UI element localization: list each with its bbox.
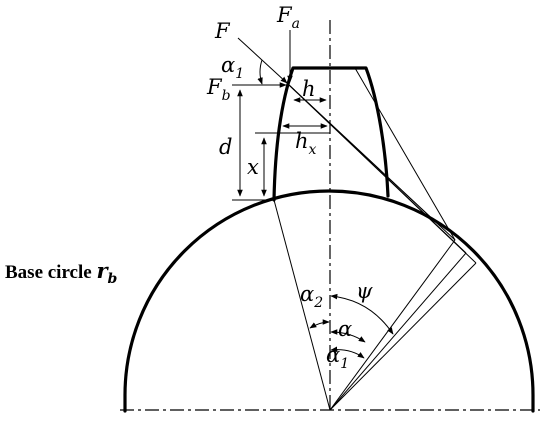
alpha1-bottom-arc bbox=[330, 346, 365, 359]
label-alpha1-top: α1 bbox=[221, 53, 244, 82]
label-F: F bbox=[214, 19, 231, 43]
alpha2-arc bbox=[309, 319, 330, 329]
label-hx: hx bbox=[295, 129, 317, 158]
label-d: d bbox=[219, 135, 232, 159]
label-alpha2: α2 bbox=[300, 282, 323, 311]
gear-tooth-profile bbox=[272, 66, 390, 202]
alpha1-top-arc bbox=[257, 59, 263, 85]
psi-arc bbox=[330, 293, 394, 335]
label-alpha: α bbox=[338, 317, 352, 341]
label-alpha1-bottom: α1 bbox=[326, 343, 349, 372]
label-psi: ψ bbox=[356, 279, 373, 303]
label-x: x bbox=[247, 155, 259, 179]
label-Fb: Fb bbox=[206, 75, 231, 104]
force-F-arrow bbox=[237, 37, 288, 84]
label-h: h bbox=[302, 77, 316, 101]
base-circle-arc bbox=[123, 189, 535, 413]
contact-tangent-lines bbox=[288, 67, 477, 264]
base-circle-caption: Base circle rb bbox=[5, 258, 118, 287]
label-Fa: Fa bbox=[276, 3, 300, 32]
alpha-arc bbox=[330, 329, 366, 343]
